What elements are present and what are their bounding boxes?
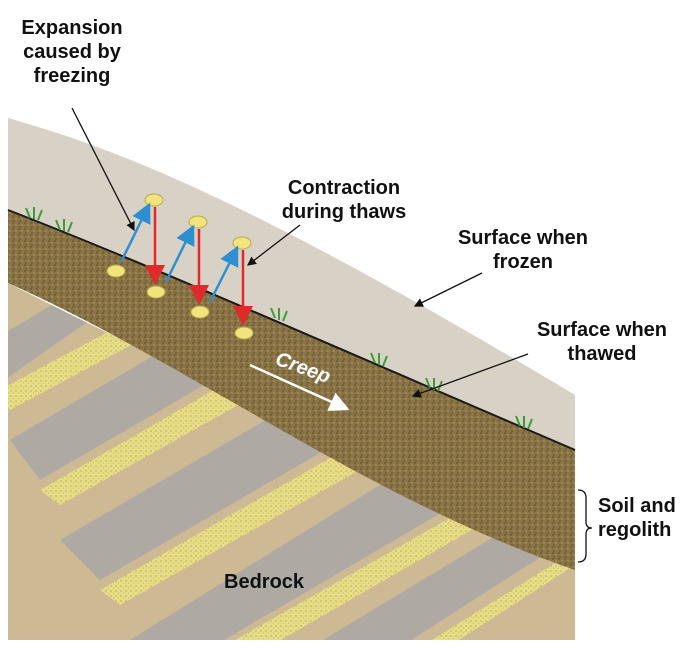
contraction-label: Contraction during thaws	[274, 176, 414, 224]
soil-regolith-label: Soil and regolith	[598, 494, 676, 542]
contraction-label-line: during thaws	[281, 201, 407, 223]
expansion-arrows	[119, 202, 239, 303]
contraction-arrows	[145, 207, 253, 326]
particle	[232, 236, 252, 250]
soil-regolith-label-line: Soil and	[598, 495, 676, 517]
particle	[146, 285, 166, 299]
contraction-label-line: Contraction	[287, 177, 401, 199]
expansion-label-line: caused by	[23, 41, 121, 63]
soil-regolith-layer	[8, 210, 575, 570]
leader-lines	[71, 107, 529, 398]
expansion-leader	[71, 107, 135, 232]
contraction-leader	[246, 224, 301, 266]
soil-regolith-bracket	[577, 489, 593, 563]
expansion-label-line: Expansion	[21, 17, 123, 39]
surface-frozen-label-line: frozen	[493, 251, 553, 273]
particle	[234, 326, 254, 340]
surface-frozen-label-line: Surface when	[457, 227, 589, 249]
soil-regolith-label-line: regolith	[598, 519, 672, 541]
expansion-arrow	[164, 224, 195, 283]
expansion-arrow	[208, 245, 239, 303]
particle	[190, 305, 210, 319]
expansion-label-line: freezing	[33, 65, 111, 87]
expansion-label: Expansion caused by freezing	[6, 16, 138, 88]
surface-thawed-label: Surface when thawed	[526, 318, 678, 366]
creep-arrow	[249, 363, 350, 411]
expansion-arrow	[119, 202, 151, 263]
frozen-leader	[413, 272, 483, 307]
thawed-leader	[411, 353, 529, 398]
bedrock-strata	[8, 300, 575, 640]
particle	[106, 264, 126, 278]
surface-frozen-label: Surface when frozen	[448, 226, 598, 274]
surface-thawed-label-line: Surface when	[536, 319, 668, 341]
bedrock-label: Bedrock	[224, 571, 305, 593]
particle	[144, 193, 164, 207]
surface-thawed-label-line: thawed	[567, 343, 637, 365]
particle	[188, 215, 208, 229]
